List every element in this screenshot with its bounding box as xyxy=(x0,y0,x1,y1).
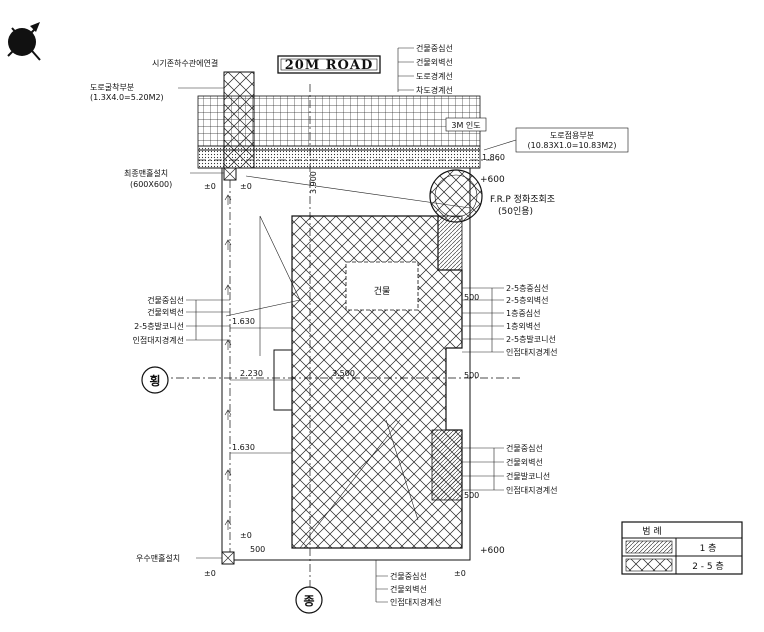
road-label: 20M ROAD xyxy=(285,58,374,73)
level-mark: ±0 xyxy=(454,569,466,578)
left-callout: 인접대지경계선 xyxy=(132,335,184,345)
level-mark: ±0 xyxy=(240,531,252,540)
dimension: 1.630 xyxy=(232,443,255,452)
north-arrow-icon xyxy=(7,22,41,61)
axis-mark-horizontal: 횡 xyxy=(149,373,160,388)
bottom-callouts: 건물중심선 건물외벽선 인접대지경계선 xyxy=(375,560,442,607)
left-callout: 건물중심선 xyxy=(147,295,184,305)
occupancy-title: 도로점용부분 xyxy=(550,130,594,140)
dimension: 1.630 xyxy=(232,317,255,326)
axis-marker-horizontal: 횡 xyxy=(141,366,169,394)
road-label-box: 20M ROAD xyxy=(277,55,381,74)
top-callout: 도로경계선 xyxy=(416,71,453,81)
right-callout: 인접대지경계선 xyxy=(506,347,558,357)
corner-note-title: 도로굴착부분 xyxy=(90,83,134,92)
right-callout: 1층중심선 xyxy=(506,308,541,318)
balcony-area xyxy=(437,215,463,271)
sewer-note: 시기존하수관에연결 xyxy=(152,58,218,68)
left-callouts: 건물중심선 건물외벽선 2-5층발코니선 인접대지경계선 xyxy=(132,295,230,345)
right-callout-lower: 건물중심선 xyxy=(506,443,543,453)
occupancy-area: (10.83X1.0=10.83M2) xyxy=(528,141,617,150)
dimension: 2.230 xyxy=(240,369,263,378)
sidewalk-width: 3M 인도 xyxy=(451,120,480,130)
top-callout: 차도경계선 xyxy=(416,85,453,95)
right-callout: 2-5층발코니선 xyxy=(506,334,556,344)
dimension: 500 xyxy=(464,491,479,500)
level-mark: +600 xyxy=(480,546,505,556)
dimension-lines: 1.630 2.230 3.500 1.630 500 500 500 500 … xyxy=(230,153,505,554)
legend-row-label: 2 - 5 층 xyxy=(692,561,724,572)
right-callout-lower: 인접대지경계선 xyxy=(506,485,558,495)
level-mark: ±0 xyxy=(204,569,216,578)
legend-swatch-1f xyxy=(625,540,673,554)
right-callout-lower: 건물외벽선 xyxy=(506,457,543,467)
manhole-top-title: 최종맨홀설치 xyxy=(124,168,168,178)
site-boundary xyxy=(221,168,471,561)
right-callout: 1층외벽선 xyxy=(506,321,541,331)
legend-title: 범 례 xyxy=(642,526,661,537)
right-callout-lower: 건물발코니선 xyxy=(506,471,550,481)
left-callout: 2-5층발코니선 xyxy=(134,321,184,331)
legend: 범 례 1 층 2 - 5 층 xyxy=(621,521,743,575)
balcony-area xyxy=(431,429,463,501)
right-callout: 2-5층중심선 xyxy=(506,283,549,293)
septic-capacity: (50인용) xyxy=(498,206,533,217)
septic-title: F.R.P 정화조회조 xyxy=(490,194,555,205)
corner-note-area: (1.3X4.0=5.20M2) xyxy=(90,93,164,102)
right-callouts-upper: 2-5층중심선 2-5층외벽선 1층중심선 1층외벽선 2-5층발코니선 인접대… xyxy=(462,283,558,357)
bottom-callout: 건물외벽선 xyxy=(390,584,427,594)
dimension: 500 xyxy=(464,371,479,380)
dimension: 3.900 xyxy=(309,171,318,194)
legend-row-label: 1 층 xyxy=(700,543,717,554)
manhole-bottom-title: 우수맨홀설치 xyxy=(136,553,180,563)
bottom-callout: 인접대지경계선 xyxy=(390,597,442,607)
level-mark: ±0 xyxy=(240,182,252,191)
bottom-callout: 건물중심선 xyxy=(390,571,427,581)
axis-marker-vertical: 종 xyxy=(295,586,323,614)
dimension: 3.500 xyxy=(332,369,355,378)
level-mark: ±0 xyxy=(204,182,216,191)
corner-excavation xyxy=(223,71,255,169)
top-callout: 건물중심선 xyxy=(416,43,453,53)
dimension: 1.860 xyxy=(482,153,505,162)
dimension: 500 xyxy=(250,545,265,554)
axis-mark-vertical: 종 xyxy=(303,594,314,608)
left-callout: 건물외벽선 xyxy=(147,307,184,317)
manhole-top-size: (600X600) xyxy=(130,180,172,189)
building-ground-floor xyxy=(273,349,293,411)
right-callouts-lower: 건물중심선 건물외벽선 건물발코니선 인접대지경계선 xyxy=(462,443,558,495)
dimension: 500 xyxy=(464,293,479,302)
septic-tank xyxy=(429,169,483,223)
legend-swatch-upper xyxy=(625,558,673,572)
building-label: 건물 xyxy=(374,286,391,297)
right-callout: 2-5층외벽선 xyxy=(506,295,549,305)
top-callout: 건물외벽선 xyxy=(416,57,453,67)
level-mark: +600 xyxy=(480,175,505,185)
top-callouts: 건물중심선 건물외벽선 도로경계선 차도경계선 xyxy=(397,43,453,95)
